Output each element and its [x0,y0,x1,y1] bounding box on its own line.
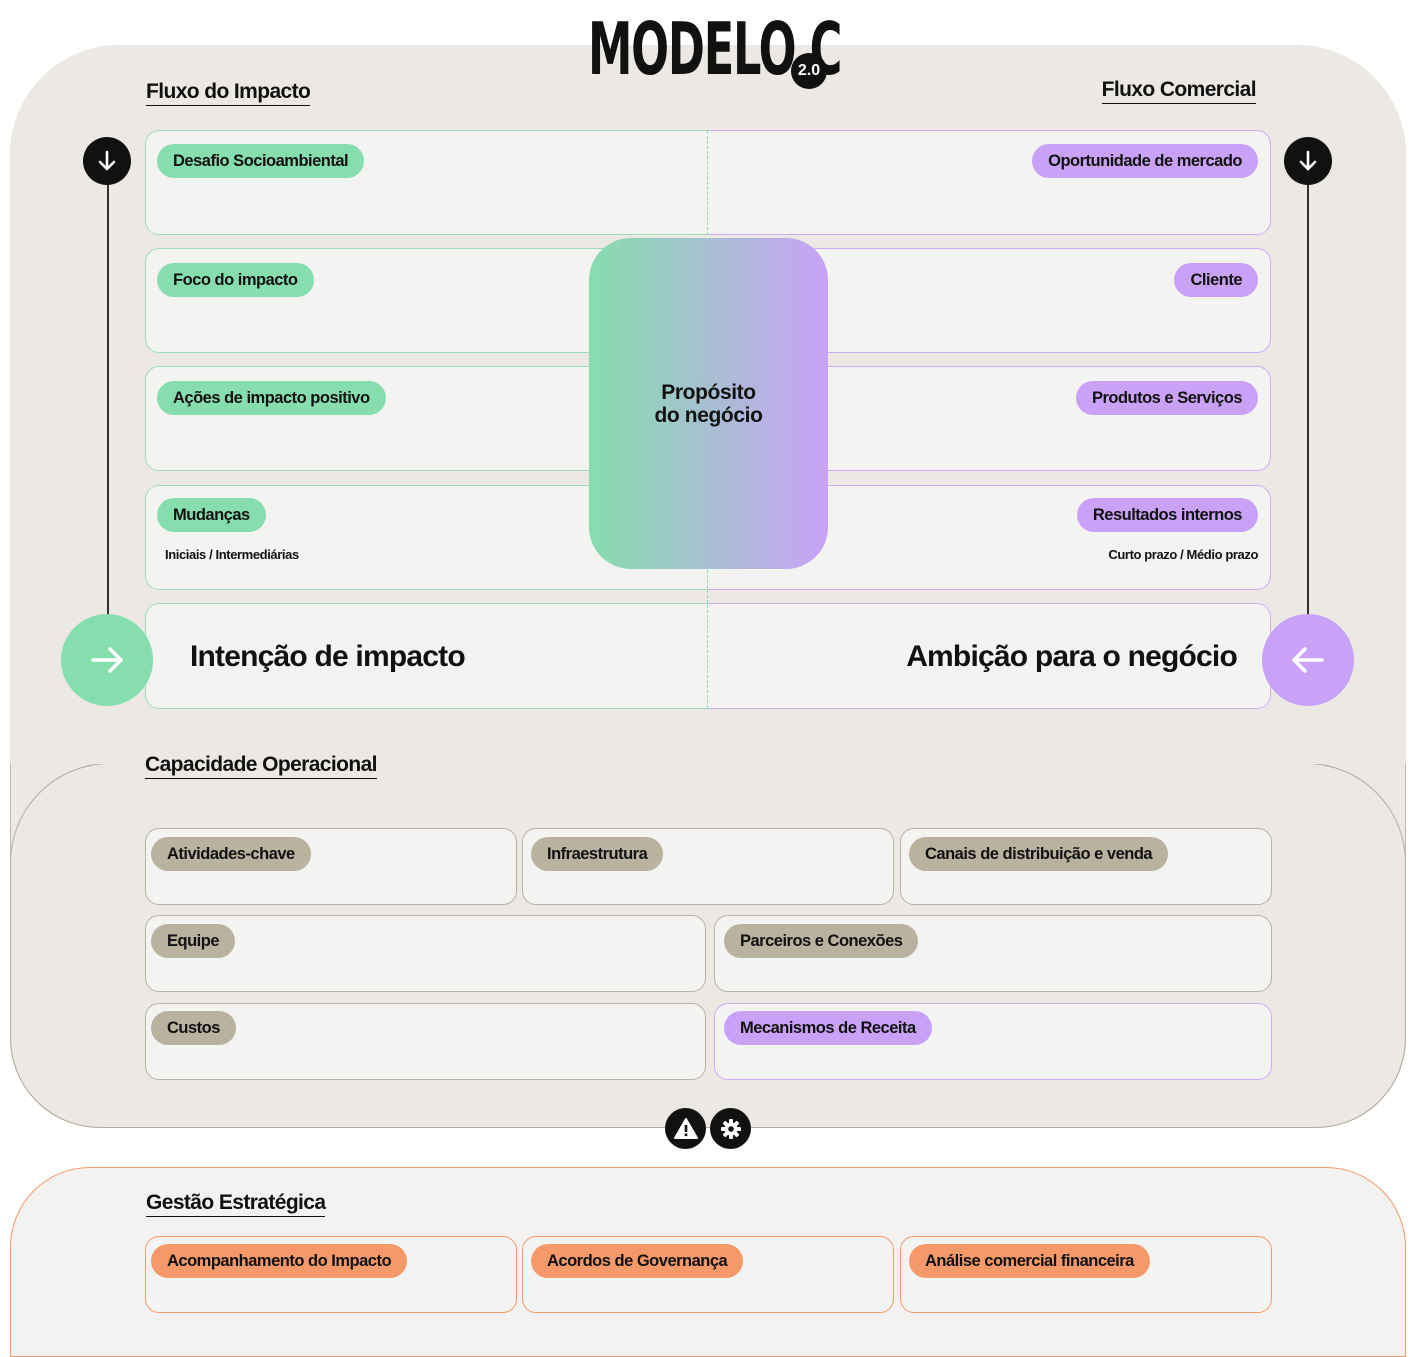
operational-title: Capacidade Operacional [145,753,377,779]
purpose-line-2: do negócio [654,403,763,427]
pill-market-opportunity: Oportunidade de mercado [1032,144,1258,178]
pill-team: Equipe [151,924,236,958]
gear-icon [710,1108,751,1149]
pill-partners: Parceiros e Conexões [724,924,919,958]
commercial-flow-line [1307,178,1309,618]
pill-positive-actions: Ações de impacto positivo [157,381,386,415]
warning-icon [665,1108,706,1149]
business-ambition-label: Ambição para o negócio [906,640,1238,673]
operational-title-backdrop [120,752,406,782]
center-divider [707,131,708,235]
center-divider [707,570,708,708]
results-subtitle: Curto prazo / Médio prazo [1108,547,1258,562]
pill-changes: Mudanças [157,498,266,532]
version-badge: 2.0 [791,53,827,89]
impact-intention-label: Intenção de impacto [190,640,466,673]
operational-card-team[interactable] [145,915,706,992]
pill-impact-focus: Foco do impacto [157,263,314,297]
arrow-right-icon [61,614,153,706]
pill-internal-results: Resultados internos [1076,498,1258,532]
strategic-title: Gestão Estratégica [146,1191,326,1217]
pill-client: Cliente [1174,263,1258,297]
pill-channels: Canais de distribuição e venda [909,837,1169,871]
pill-financial-analysis: Análise comercial financeira [909,1244,1150,1278]
arrow-down-icon [83,137,131,185]
pill-impact-tracking: Acompanhamento do Impacto [151,1244,408,1278]
operational-card-costs[interactable] [145,1003,706,1080]
pill-key-activities: Atividades-chave [151,837,311,871]
pill-infrastructure: Infraestrutura [531,837,664,871]
impact-flow-title: Fluxo do Impacto [146,80,311,106]
pill-governance: Acordos de Governança [531,1244,744,1278]
pill-revenue-mechanisms: Mecanismos de Receita [724,1011,932,1045]
purpose-line-1: Propósito [661,380,756,404]
impact-intention-card[interactable] [145,603,709,709]
arrow-down-icon [1284,137,1332,185]
changes-subtitle: Iniciais / Intermediárias [165,547,299,562]
arrow-left-icon [1262,614,1354,706]
commercial-flow-title: Fluxo Comercial [1101,78,1257,104]
pill-products-services: Produtos e Serviços [1075,381,1258,415]
pill-socioenvironmental-challenge: Desafio Socioambiental [157,144,365,178]
commercial-card-opportunity[interactable] [708,130,1271,235]
business-ambition-card[interactable] [708,603,1271,709]
business-purpose-box[interactable]: Propósito do negócio [589,238,828,569]
pill-costs: Custos [151,1011,236,1045]
impact-flow-line [107,178,109,618]
